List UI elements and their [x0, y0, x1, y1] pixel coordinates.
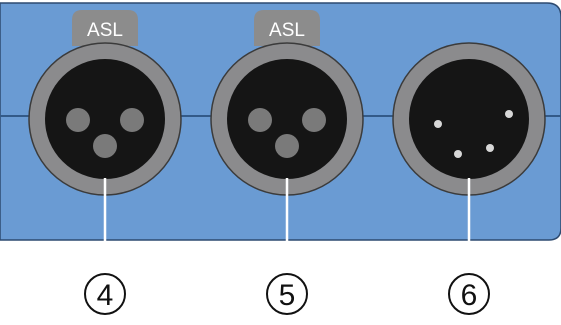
asl-tab-5: ASL	[254, 10, 320, 46]
callout-4: 4	[84, 178, 126, 315]
callout-6: 6	[448, 178, 490, 315]
pin-6-3	[454, 150, 462, 158]
pin-hole-4-1	[66, 108, 90, 132]
tab-label-5: ASL	[269, 20, 305, 41]
pin-hole-5-3	[275, 134, 299, 158]
pin-hole-4-3	[93, 134, 117, 158]
callout-number-4: 4	[97, 279, 114, 312]
callout-number-6: 6	[461, 279, 478, 312]
asl-tab-4: ASL	[72, 10, 138, 46]
socket-face-4	[45, 59, 165, 179]
callout-circle-4	[84, 273, 126, 315]
connector-6	[392, 42, 546, 196]
pin-hole-4-2	[120, 108, 144, 132]
callout-5: 5	[266, 178, 308, 315]
callout-circle-5	[266, 273, 308, 315]
socket-face-5	[227, 59, 347, 179]
connector-4: ASL	[28, 10, 182, 196]
pin-hole-5-1	[248, 108, 272, 132]
socket-face-6	[409, 59, 529, 179]
connector-5: ASL	[210, 10, 364, 196]
pin-6-4	[486, 144, 494, 152]
pin-6-1	[434, 120, 442, 128]
pin-6-2	[505, 110, 513, 118]
tab-label-4: ASL	[87, 20, 123, 41]
callout-circle-6	[448, 273, 490, 315]
pin-hole-5-2	[302, 108, 326, 132]
callout-number-5: 5	[279, 279, 296, 312]
